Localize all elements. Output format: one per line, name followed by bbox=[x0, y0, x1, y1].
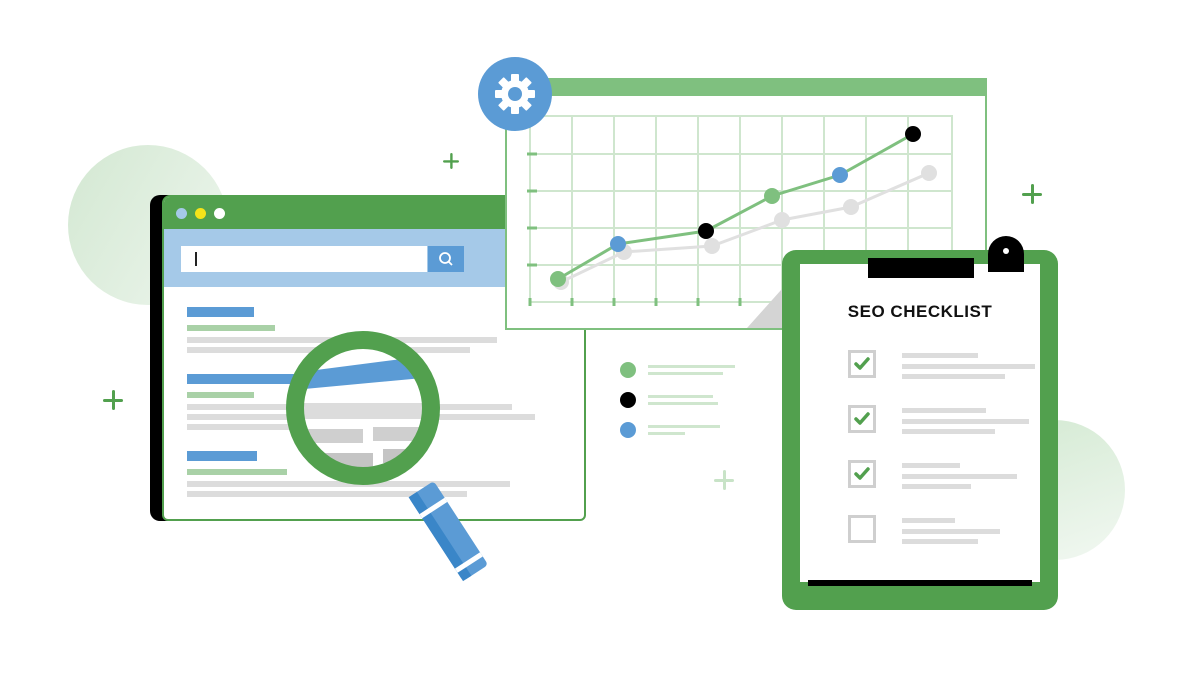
checklist-checkbox-3[interactable] bbox=[848, 460, 876, 488]
result-url bbox=[187, 392, 254, 398]
result-snippet bbox=[187, 481, 510, 487]
data-point[interactable] bbox=[832, 167, 848, 183]
result-url bbox=[187, 325, 275, 331]
magnifying-glass bbox=[283, 315, 503, 590]
legend-label bbox=[648, 365, 735, 368]
sparkle-icon bbox=[1022, 184, 1042, 204]
checklist-item-text bbox=[902, 474, 1017, 479]
checklist-item-text bbox=[902, 429, 995, 434]
result-snippet bbox=[187, 491, 467, 497]
search-button[interactable] bbox=[428, 246, 464, 272]
checklist-item-text bbox=[902, 518, 955, 523]
result-title[interactable] bbox=[187, 307, 254, 317]
checklist-title: SEO CHECKLIST bbox=[847, 302, 993, 321]
result-url bbox=[187, 469, 287, 475]
checklist-item-text bbox=[902, 353, 978, 358]
data-point[interactable] bbox=[550, 271, 566, 287]
legend-dot-green bbox=[620, 362, 636, 378]
legend-label bbox=[648, 372, 723, 375]
checklist-item-text bbox=[902, 529, 1000, 534]
window-dot-yellow[interactable] bbox=[195, 207, 206, 219]
sparkle-icon bbox=[443, 153, 459, 169]
legend-label bbox=[648, 432, 685, 435]
legend-label bbox=[648, 395, 713, 398]
checklist-item-text bbox=[902, 484, 971, 489]
gear-icon bbox=[495, 74, 535, 114]
legend-dot-blue bbox=[620, 422, 636, 438]
result-title[interactable] bbox=[187, 451, 257, 461]
chart-grid bbox=[529, 115, 953, 303]
search-input[interactable] bbox=[181, 246, 427, 272]
data-point[interactable] bbox=[764, 188, 780, 204]
checklist-checkbox-2[interactable] bbox=[848, 405, 876, 433]
legend-dot-black bbox=[620, 392, 636, 408]
data-point[interactable] bbox=[610, 236, 626, 252]
chart-header-bar bbox=[505, 78, 987, 96]
text-cursor bbox=[195, 252, 197, 266]
checkmark-icon bbox=[854, 357, 870, 370]
window-dot-white[interactable] bbox=[214, 207, 225, 219]
sparkle-icon bbox=[103, 390, 123, 410]
window-dot-blue[interactable] bbox=[176, 207, 187, 219]
legend-label bbox=[648, 402, 718, 405]
magnifier-icon bbox=[286, 331, 487, 582]
clipboard-clamp bbox=[868, 236, 1024, 278]
search-icon bbox=[439, 252, 453, 266]
checklist-checkbox-1[interactable] bbox=[848, 350, 876, 378]
clamp-top bbox=[988, 236, 1024, 272]
checkmark-icon bbox=[854, 467, 870, 480]
axis-ticks bbox=[527, 152, 742, 306]
legend-label bbox=[648, 425, 720, 428]
sparkle-icon bbox=[714, 470, 734, 490]
data-point[interactable] bbox=[905, 126, 921, 142]
checklist-paper: SEO CHECKLIST bbox=[800, 264, 1040, 582]
checklist-checkbox-4[interactable] bbox=[848, 515, 876, 543]
seo-checklist-clipboard: SEO CHECKLIST bbox=[782, 236, 1058, 610]
clamp-hole bbox=[1003, 248, 1009, 254]
checklist-item-text bbox=[902, 539, 978, 544]
checklist-item-text bbox=[902, 463, 960, 468]
paper-edge bbox=[808, 580, 1032, 586]
checklist-item-text bbox=[902, 374, 1005, 379]
checklist-item-text bbox=[902, 364, 1035, 369]
series-current bbox=[550, 126, 921, 287]
settings-button[interactable] bbox=[478, 57, 552, 131]
checklist-item-text bbox=[902, 419, 1029, 424]
checkmark-icon bbox=[854, 412, 870, 425]
data-point[interactable] bbox=[698, 223, 714, 239]
checklist-item-text bbox=[902, 408, 986, 413]
